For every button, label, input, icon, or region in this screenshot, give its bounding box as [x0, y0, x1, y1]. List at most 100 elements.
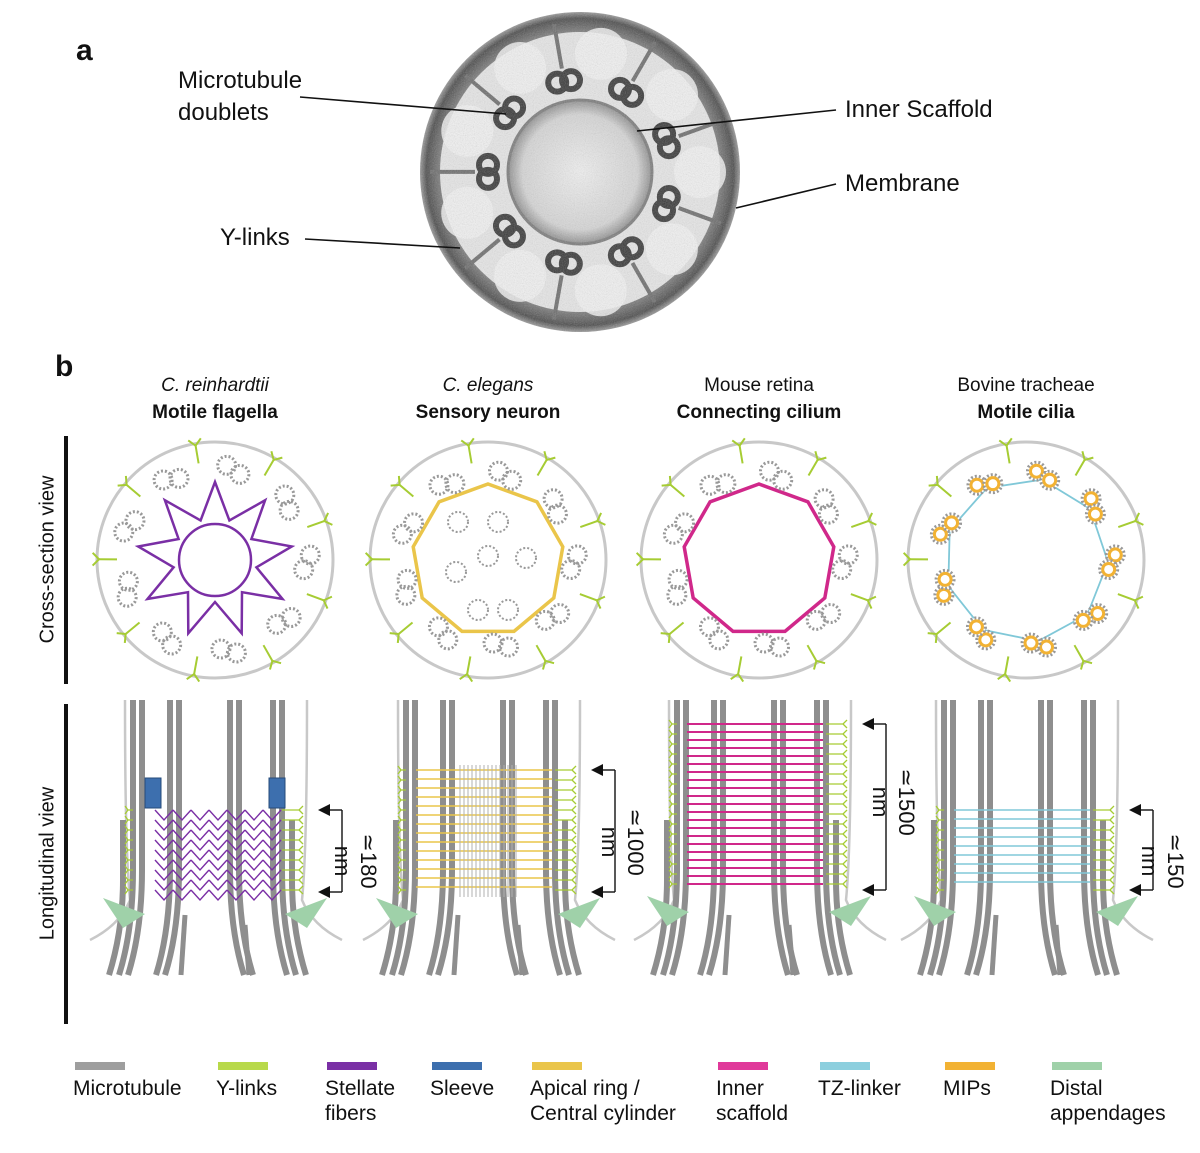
microtubule-ring	[427, 616, 449, 638]
y-link-arm	[1134, 520, 1144, 526]
y-link	[282, 865, 304, 875]
y-link	[397, 825, 406, 835]
microtubule-ring	[813, 488, 835, 510]
row-bar-longitudinal	[64, 704, 68, 1024]
microtubule	[936, 700, 956, 976]
y-link-arm	[998, 439, 1008, 447]
microtubule	[435, 700, 455, 976]
y-link-arm	[467, 437, 475, 447]
y-link	[1093, 865, 1115, 875]
y-link	[306, 593, 325, 602]
em-image	[420, 12, 740, 332]
stellate-fiber	[208, 859, 228, 872]
y-link	[935, 875, 944, 885]
y-link	[536, 459, 548, 476]
membrane-circle	[639, 440, 879, 680]
mip-ring	[1028, 463, 1044, 479]
distal-appendage	[1096, 896, 1138, 926]
y-link	[262, 644, 274, 662]
stellate-fibers	[134, 478, 296, 637]
label-inner-scaffold: Inner Scaffold	[845, 96, 993, 123]
y-link	[826, 789, 848, 799]
y-link	[555, 825, 577, 835]
microtubule-ring	[772, 469, 794, 491]
stellate-fiber	[154, 839, 174, 852]
y-link	[282, 885, 304, 895]
microtubule-ring	[274, 484, 296, 506]
inner-scaffold-ring	[682, 482, 836, 634]
y-link-arm	[928, 483, 938, 487]
y-link	[935, 855, 944, 865]
y-link-arm	[867, 595, 877, 602]
measure-arrowhead	[318, 886, 330, 898]
microtubule	[515, 924, 525, 976]
membrane-circle	[368, 440, 608, 680]
y-link	[668, 719, 677, 729]
microtubule-ring	[299, 544, 321, 566]
y-link-arm	[816, 659, 826, 665]
stellate-fiber	[208, 839, 228, 852]
y-link-arm	[596, 512, 603, 522]
mip-ring	[1075, 612, 1091, 628]
y-link	[555, 795, 577, 805]
y-link	[466, 656, 472, 675]
y-link	[397, 805, 406, 815]
callout-line-y-links	[304, 238, 461, 249]
stellate-fiber	[244, 819, 264, 832]
stellate-fiber	[244, 849, 264, 862]
microtubule-ring	[758, 460, 780, 482]
y-link	[124, 875, 133, 885]
legend-item-apical-ring: Apical ring / Central cylinder	[530, 1062, 676, 1126]
microtubule	[989, 914, 999, 976]
y-link-arm	[273, 456, 283, 461]
stellate-fiber	[226, 869, 246, 882]
measure-arrowhead	[591, 764, 603, 776]
microtubule-ring	[117, 570, 139, 592]
y-link-arm	[635, 552, 644, 560]
legend-swatch	[1052, 1062, 1102, 1070]
stellate-fiber	[208, 829, 228, 842]
y-link-arm	[187, 439, 197, 447]
microtubule-ring	[715, 473, 737, 495]
stellate-fiber	[262, 849, 282, 862]
y-link	[935, 825, 944, 835]
y-link-arm	[272, 659, 282, 665]
y-link	[1117, 593, 1136, 602]
microtubule	[1090, 700, 1110, 976]
y-link-arm	[396, 633, 400, 644]
microtubule-ring	[266, 613, 288, 635]
y-link-arm	[323, 520, 333, 526]
y-link-arm	[595, 599, 602, 609]
distal-appendage	[647, 896, 689, 926]
singlet-microtubule	[477, 545, 499, 567]
y-link	[668, 759, 677, 769]
legend-swatch	[718, 1062, 768, 1070]
y-link	[738, 445, 744, 464]
y-link	[935, 835, 944, 845]
microtubule-ring	[403, 512, 425, 534]
singlet-microtubule	[497, 599, 519, 621]
singlet-microtubule	[467, 599, 489, 621]
y-link	[668, 819, 677, 829]
column-cilium-type: Motile flagella	[152, 402, 278, 423]
y-link	[668, 849, 677, 859]
y-link-arm	[661, 483, 671, 487]
stellate-fiber	[172, 869, 192, 882]
stellate-fiber	[154, 809, 174, 822]
microtubule-ring	[666, 584, 688, 606]
y-link-arm	[116, 632, 126, 635]
measure-arrowhead	[591, 886, 603, 898]
y-link	[397, 785, 406, 795]
microtubule-ring	[229, 463, 251, 485]
y-link	[935, 805, 944, 815]
legend-label: Y-links	[216, 1077, 278, 1100]
y-link	[1093, 875, 1115, 885]
y-link-arm	[813, 660, 818, 670]
stellate-fiber	[208, 889, 228, 902]
legend-label: TZ-linker	[818, 1077, 901, 1100]
y-link-arm	[364, 558, 373, 567]
y-link	[555, 875, 577, 885]
microtubule-ring	[753, 632, 775, 654]
mip-ring	[1023, 635, 1039, 651]
y-link-arm	[997, 673, 1006, 681]
